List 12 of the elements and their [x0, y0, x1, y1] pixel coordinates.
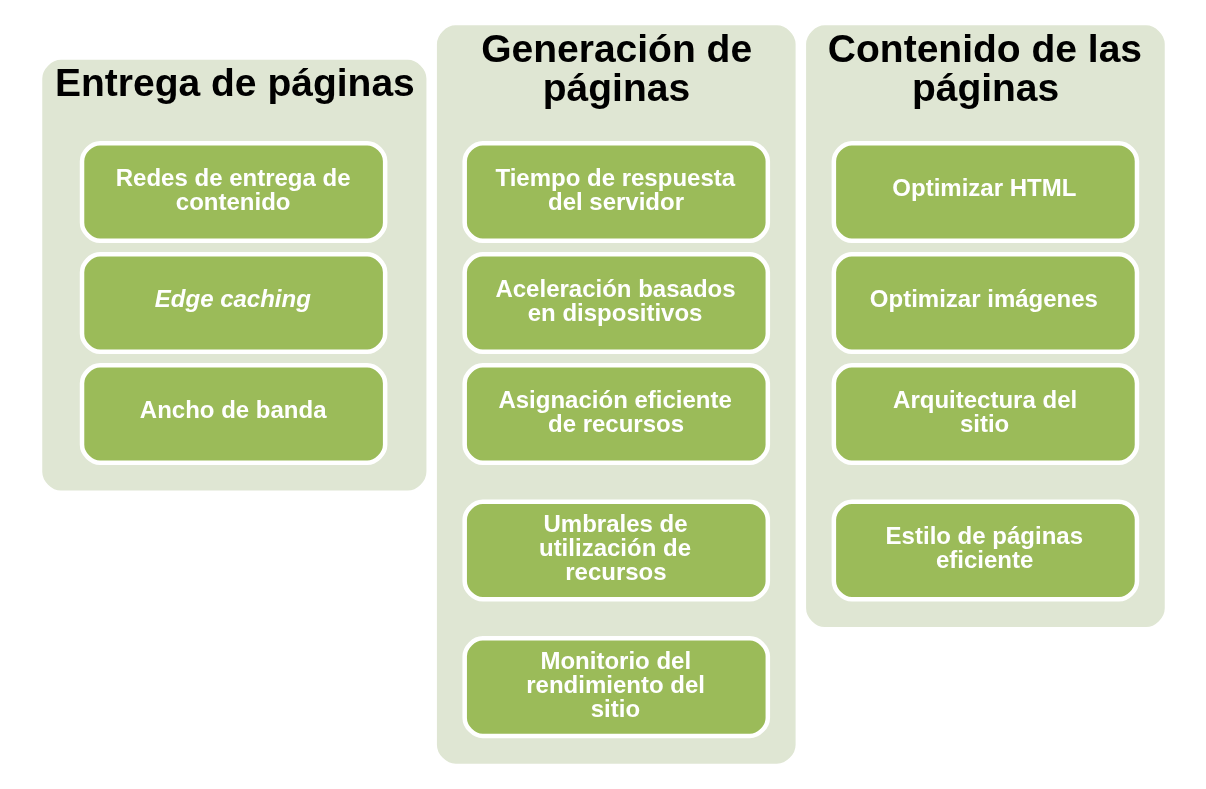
- node-box: Umbrales de utilización de recursos: [461, 499, 770, 602]
- node-box: Optimizar HTML: [831, 140, 1139, 243]
- node-box: Optimizar imágenes: [831, 251, 1139, 354]
- node-box: Redes de entrega de contenido: [79, 140, 387, 243]
- node-box: Monitorio del rendimiento del sitio: [461, 636, 770, 739]
- node-box: Arquitectura del sitio: [831, 363, 1139, 466]
- node-box: Aceleración basados en dispositivos: [461, 251, 770, 354]
- node-box: Edge caching: [79, 251, 387, 354]
- node-box: Estilo de páginas eficiente: [831, 499, 1139, 602]
- node-box: Ancho de banda: [79, 363, 387, 466]
- node-box: Asignación eficiente de recursos: [461, 363, 770, 466]
- node-box: Tiempo de respuesta del servidor: [461, 140, 770, 243]
